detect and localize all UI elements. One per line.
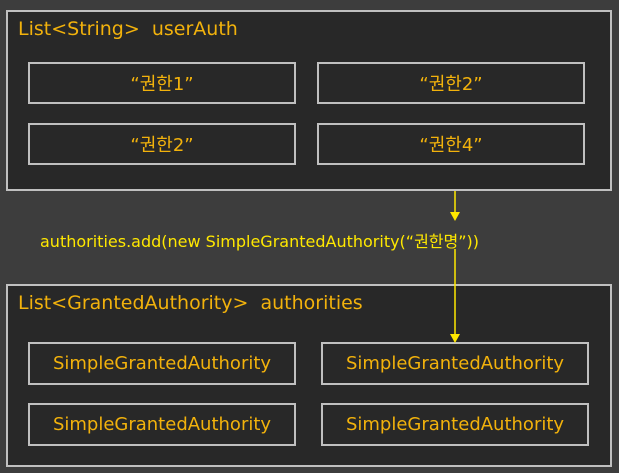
user-auth-item: “권한4” [317,123,585,165]
authority-item: SimpleGrantedAuthority [321,403,589,446]
authority-item: SimpleGrantedAuthority [28,342,296,385]
user-auth-item: “권한2” [28,123,296,165]
user-auth-item: “권한2” [317,62,585,104]
user-auth-item: “권한1” [28,62,296,104]
authority-item: SimpleGrantedAuthority [321,342,589,385]
arrow-to-label [450,191,460,221]
user-auth-title: List<String> userAuth [18,18,238,40]
authorities-title: List<GrantedAuthority> authorities [18,292,363,314]
arrow-to-authorities [450,249,460,343]
connector-label: authorities.add(new SimpleGrantedAuthori… [40,232,480,251]
authority-item: SimpleGrantedAuthority [28,403,296,446]
